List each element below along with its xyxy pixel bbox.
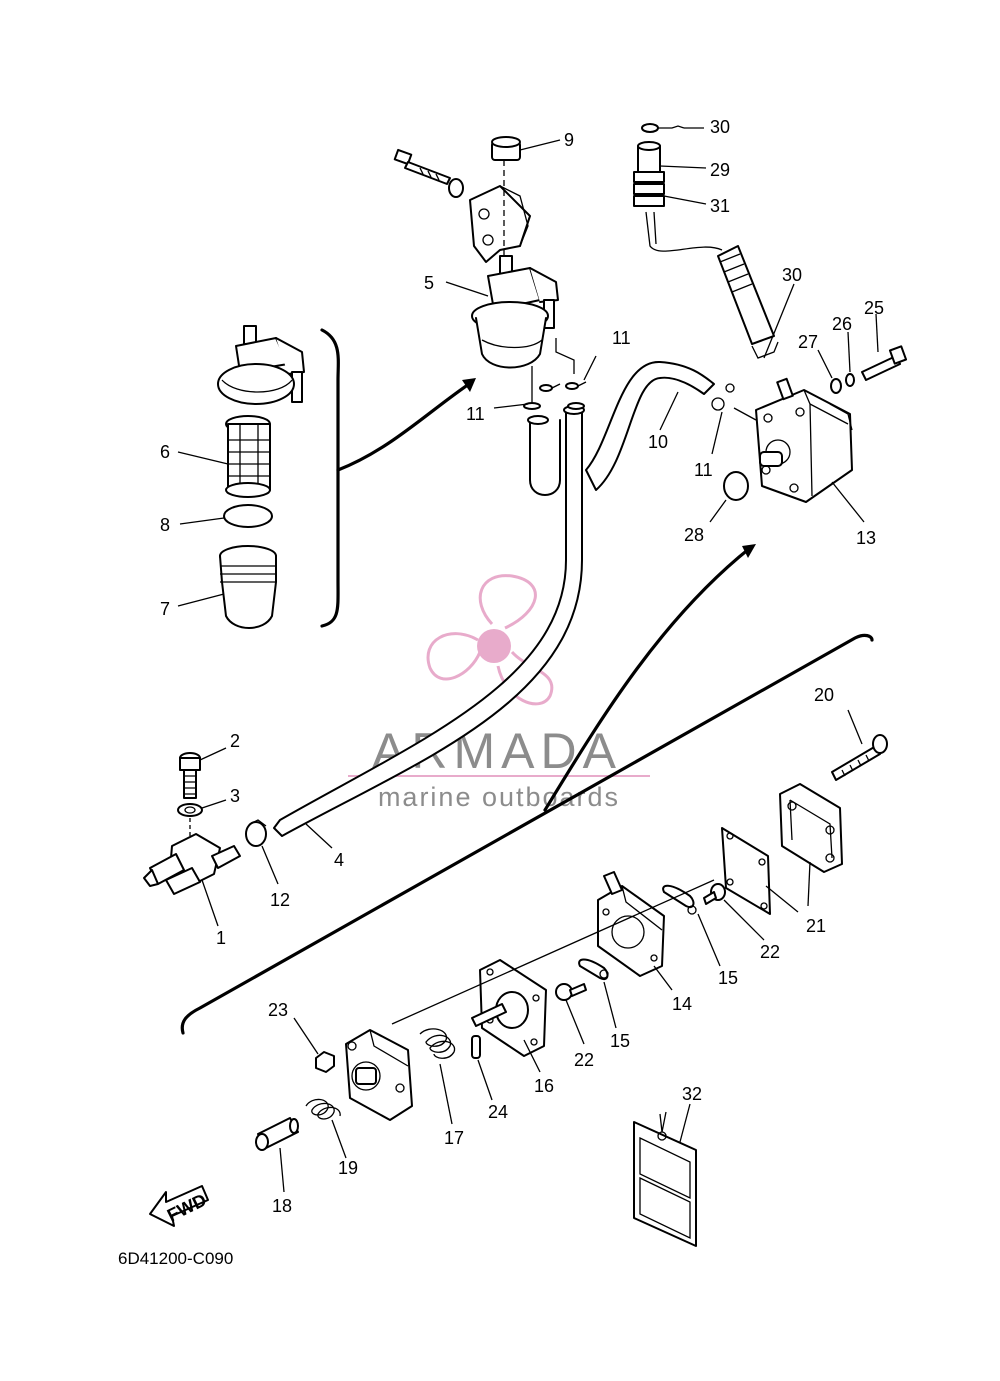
callout-30-a: 30 [710, 117, 730, 137]
callout-25: 25 [864, 298, 884, 318]
callout-11-c: 11 [694, 460, 713, 480]
callout-2: 2 [230, 731, 240, 751]
callout-8: 8 [160, 515, 170, 535]
propeller-logo-icon [426, 574, 554, 706]
filter-cap-exploded [217, 325, 305, 405]
callout-labels: 1 2 3 4 5 6 7 8 9 10 11 11 11 12 13 14 1… [160, 117, 884, 1216]
drawing-code: 6D41200-C090 [118, 1249, 233, 1268]
callout-4: 4 [334, 850, 344, 870]
callout-30-b: 30 [782, 265, 802, 285]
callout-20: 20 [814, 685, 834, 705]
part-14-pump-body [597, 871, 673, 991]
part-24-pin [471, 1035, 493, 1101]
callout-24: 24 [488, 1102, 508, 1122]
part-22-screw-lower [555, 983, 587, 1045]
watermark-subtitle: marine outboards [378, 782, 620, 812]
fwd-arrow-icon: FWD [149, 1185, 210, 1227]
part-6-filter-element [177, 415, 271, 498]
part-11-clips [493, 338, 757, 455]
part-4-fuel-hose [273, 405, 585, 849]
part-8-o-ring [179, 504, 273, 528]
filter-assembly-arrow [336, 380, 474, 472]
callout-27: 27 [798, 332, 818, 352]
part-3-washer [177, 799, 227, 836]
callout-21: 21 [806, 916, 826, 936]
callout-11-a: 11 [466, 404, 485, 424]
part-19-spring [305, 1098, 347, 1159]
callout-15-a: 15 [718, 968, 738, 988]
callout-7: 7 [160, 599, 170, 619]
callout-22-b: 22 [574, 1050, 594, 1070]
part-16-diaphragm [471, 959, 547, 1073]
part-21-pump-cover [779, 783, 843, 907]
callout-18: 18 [272, 1196, 292, 1216]
callout-14: 14 [672, 994, 692, 1014]
callout-26: 26 [832, 314, 852, 334]
part-5-fuel-filter [445, 255, 559, 369]
part-17-spring [419, 1028, 456, 1125]
callout-28: 28 [684, 525, 704, 545]
callout-17: 17 [444, 1128, 464, 1148]
filter-assembly-bracket [320, 328, 340, 628]
filter-arrow-head-icon [462, 378, 476, 392]
part-9-nut [491, 136, 561, 161]
callout-23: 23 [268, 1000, 288, 1020]
parts-25-26-27-screw-set [817, 313, 908, 394]
callout-1: 1 [216, 928, 226, 948]
part-13-fuel-pump [755, 377, 865, 523]
part-32-label [633, 1103, 697, 1247]
part-7-filter-cup [177, 545, 277, 629]
callout-12: 12 [270, 890, 290, 910]
callout-5: 5 [424, 273, 434, 293]
callout-22-a: 22 [760, 942, 780, 962]
part-10-fuel-hose [585, 360, 715, 491]
callout-31: 31 [710, 196, 730, 216]
callout-32: 32 [682, 1084, 702, 1104]
part-2-bolt [179, 747, 227, 799]
part-20-screw [831, 709, 888, 781]
callout-11-b: 11 [612, 328, 631, 348]
callout-16: 16 [534, 1076, 554, 1096]
callout-15-b: 15 [610, 1031, 630, 1051]
pump-arrow-head-icon [742, 544, 756, 558]
pump-assembly-arrow [543, 546, 752, 812]
part-28-o-ring [709, 471, 749, 523]
callout-10: 10 [648, 432, 668, 452]
pump-gasket [721, 827, 799, 915]
part-23-nut [293, 1017, 335, 1073]
filter-mounting-bracket [393, 148, 531, 263]
callout-9: 9 [564, 130, 574, 150]
part-1-fuel-joint [143, 833, 241, 927]
callout-29: 29 [710, 160, 730, 180]
part-12-clip [245, 819, 279, 885]
part-22-screw-upper [703, 883, 765, 941]
callout-3: 3 [230, 786, 240, 806]
primer-hose-assembly [633, 123, 795, 359]
callout-19: 19 [338, 1158, 358, 1178]
callout-6: 6 [160, 442, 170, 462]
dividing-line [180, 633, 874, 1035]
callout-13: 13 [856, 528, 876, 548]
pump-base-housing [345, 879, 715, 1121]
part-18-plunger [255, 1117, 299, 1193]
